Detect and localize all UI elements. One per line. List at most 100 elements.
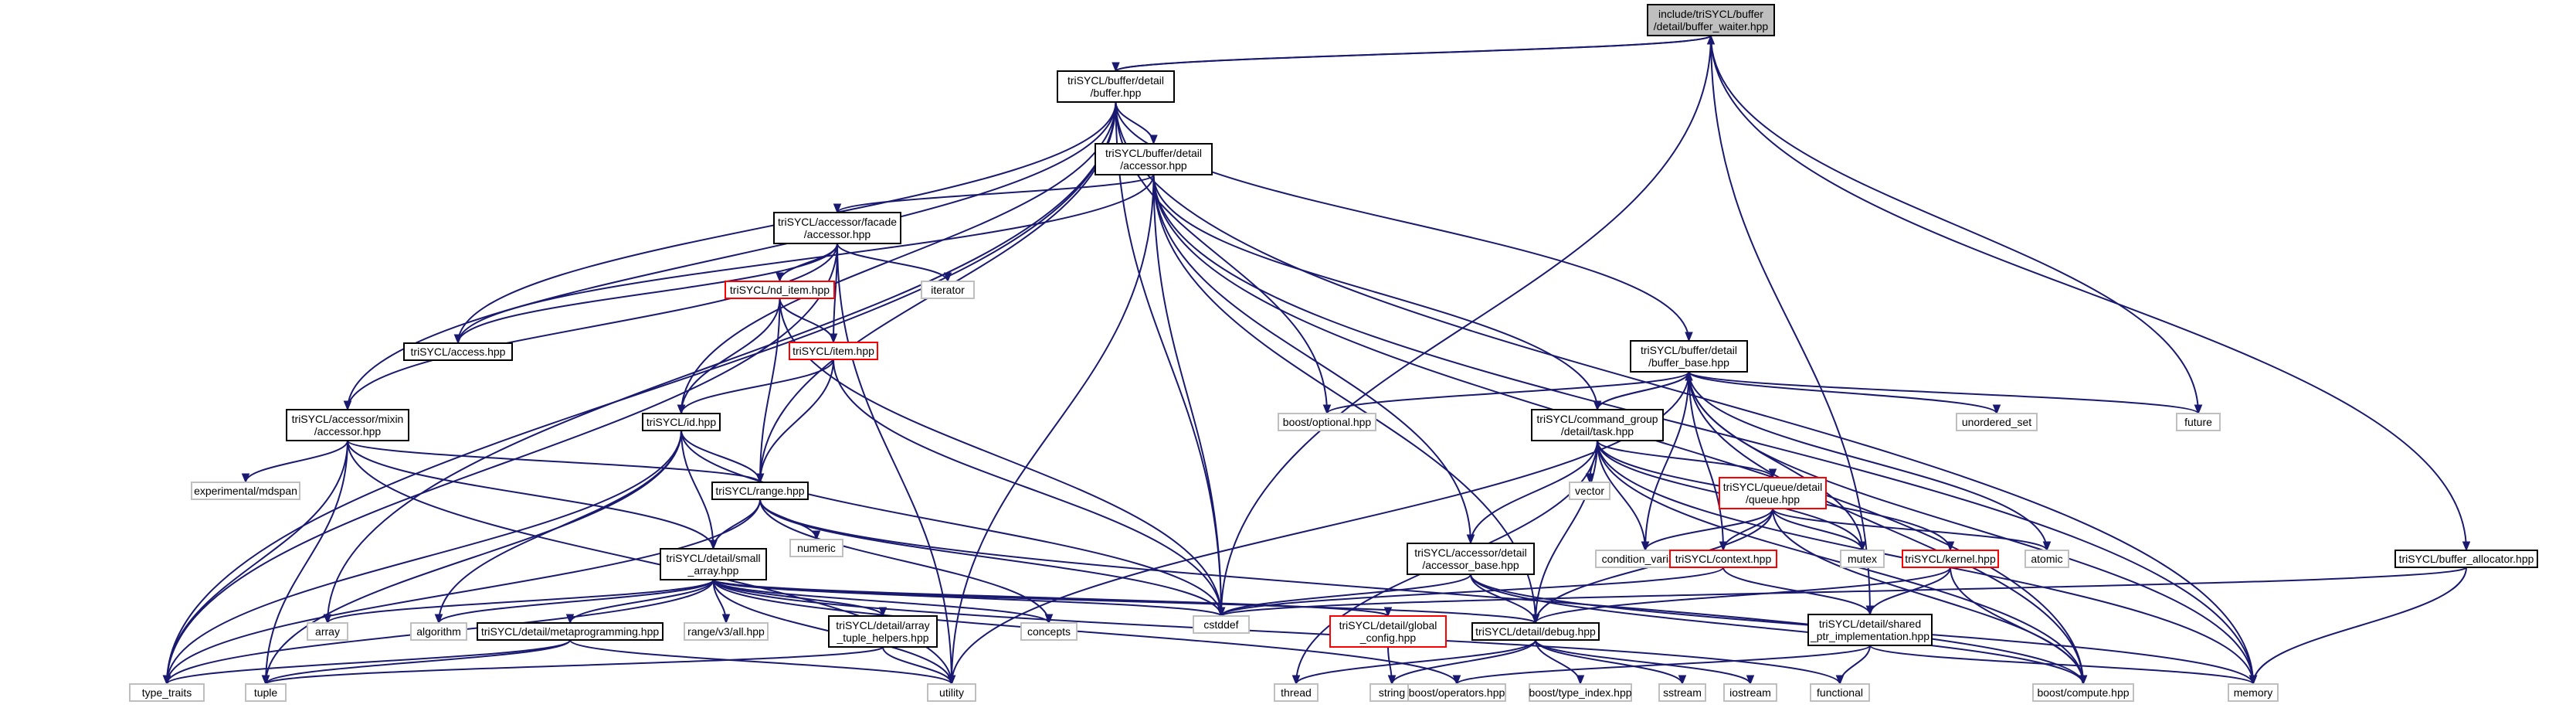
node-label: triSYCL/kernel.hpp: [1905, 553, 1996, 565]
node-task[interactable]: triSYCL/command_group/detail/task.hpp: [1531, 409, 1664, 441]
dependency-edge: [709, 499, 761, 550]
node-buffer-hpp[interactable]: triSYCL/buffer/detail/buffer.hpp: [1057, 70, 1175, 103]
node-label: include/triSYCL/buffer: [1658, 8, 1763, 20]
node-context[interactable]: triSYCL/context.hpp: [1669, 550, 1777, 568]
node-label: /accessor.hpp: [804, 228, 871, 240]
node-box: [1274, 683, 1319, 702]
node-box: [307, 622, 348, 641]
edge-arrowhead: [1149, 134, 1158, 145]
node-label: triSYCL/nd_item.hpp: [730, 284, 830, 296]
dependency-edge: [1772, 508, 1867, 552]
dependency-edge: [162, 440, 348, 686]
node-buffer-allocator[interactable]: triSYCL/buffer_allocator.hpp: [2394, 550, 2538, 568]
node-range-v3: range/v3/all.hpp: [684, 622, 769, 641]
dependency-edge: [453, 174, 1155, 345]
node-box: [1658, 683, 1706, 702]
node-box: [1647, 4, 1775, 36]
node-mixin-accessor[interactable]: triSYCL/accessor/mixin/accessor.hpp: [286, 409, 409, 441]
node-label: concepts: [1027, 625, 1071, 638]
node-box: [191, 482, 300, 500]
node-box: [1020, 622, 1078, 641]
node-box: [1902, 550, 1999, 568]
node-box: [1719, 477, 1827, 509]
node-detail-accessor[interactable]: triSYCL/buffer/detail/accessor.hpp: [1095, 143, 1213, 175]
dependency-edge: [759, 499, 1054, 625]
edge-arrowhead: [878, 607, 888, 618]
node-label: unordered_set: [1962, 416, 2031, 428]
node-label: thread: [1281, 686, 1312, 699]
node-label: /buffer_base.hpp: [1648, 356, 1729, 369]
node-label: triSYCL/access.hpp: [411, 345, 506, 358]
node-range[interactable]: triSYCL/range.hpp: [711, 482, 809, 500]
node-future: future: [2176, 413, 2221, 431]
dependency-edge: [712, 579, 1226, 618]
node-label: atomic: [2031, 553, 2062, 565]
dependency-edge: [1835, 645, 1871, 686]
dependency-edge: [1641, 371, 1690, 552]
node-facade-accessor[interactable]: triSYCL/accessor/facade/accessor.hpp: [773, 212, 901, 244]
node-label: triSYCL/id.hpp: [647, 416, 716, 428]
node-box: [286, 409, 409, 441]
node-label: triSYCL/queue/detail: [1723, 481, 1822, 493]
dependency-edge: [1710, 35, 1875, 616]
node-box: [1407, 543, 1535, 575]
node-numeric: numeric: [789, 539, 843, 557]
node-buffer-waiter[interactable]: include/triSYCL/buffer/detail/buffer_wai…: [1647, 4, 1775, 36]
edge-arrowhead: [1858, 541, 1867, 552]
dependency-edge: [261, 646, 884, 686]
node-kernel[interactable]: triSYCL/kernel.hpp: [1902, 550, 1999, 568]
edge-arrowhead: [1946, 541, 1955, 552]
edge-arrowhead: [812, 530, 821, 541]
node-label: /detail/buffer_waiter.hpp: [1654, 20, 1769, 32]
node-id[interactable]: triSYCL/id.hpp: [642, 413, 721, 431]
node-global-config[interactable]: triSYCL/detail/global_config.hpp: [1329, 615, 1447, 648]
node-item[interactable]: triSYCL/item.hpp: [789, 342, 878, 360]
dependency-edge: [1152, 174, 1226, 618]
node-box: [1471, 622, 1600, 641]
node-nd-item[interactable]: triSYCL/nd_item.hpp: [725, 281, 835, 299]
node-tuple: tuple: [245, 683, 287, 702]
node-label: boost/optional.hpp: [1283, 416, 1372, 428]
node-box: [1531, 409, 1664, 441]
node-string: string: [1369, 683, 1414, 702]
edge-arrowhead: [755, 473, 765, 484]
dependency-edge: [1322, 371, 1690, 415]
edge-arrowhead: [721, 614, 731, 625]
node-label: condition_variable: [1602, 553, 1689, 565]
node-label: numeric: [797, 542, 836, 554]
edge-arrowhead: [1992, 404, 2001, 415]
edge-arrowhead: [1835, 675, 1845, 686]
node-vector: vector: [1569, 482, 1610, 500]
edge-arrowhead: [947, 675, 956, 686]
edge-arrowhead: [2042, 541, 2052, 552]
node-box: [2024, 550, 2069, 568]
node-queue[interactable]: triSYCL/queue/detail/queue.hpp: [1719, 477, 1827, 509]
node-label: triSYCL/detail/small: [666, 552, 760, 564]
edge-arrowhead: [261, 675, 270, 686]
node-label: triSYCL/buffer/detail: [1105, 147, 1202, 159]
dependency-edge: [1688, 371, 2203, 415]
node-small-array[interactable]: triSYCL/detail/small_array.hpp: [660, 548, 767, 580]
dependency-edge: [882, 646, 956, 686]
node-unordered-set: unordered_set: [1956, 413, 2038, 431]
node-buffer-base[interactable]: triSYCL/buffer/detail/buffer_base.hpp: [1630, 340, 1748, 373]
edge-arrowhead: [2248, 675, 2258, 686]
file-nodes: include/triSYCL/buffer/detail/buffer_wai…: [129, 4, 2538, 702]
node-box: [1193, 615, 1250, 634]
node-algorithm: algorithm: [410, 622, 467, 641]
node-debug[interactable]: triSYCL/detail/debug.hpp: [1471, 622, 1600, 641]
edge-arrowhead: [1678, 675, 1687, 686]
edge-arrowhead: [1387, 675, 1397, 686]
edge-arrowhead: [1452, 675, 1461, 686]
node-label: algorithm: [416, 625, 461, 638]
node-accessor-base[interactable]: triSYCL/accessor/detail/accessor_base.hp…: [1407, 543, 1535, 575]
edge-arrowhead: [2194, 404, 2203, 415]
node-array-tuple[interactable]: triSYCL/detail/array_tuple_helpers.hpp: [828, 615, 938, 648]
node-label: _config.hpp: [1359, 631, 1417, 644]
node-metaprogramming[interactable]: triSYCL/detail/metaprogramming.hpp: [477, 622, 664, 641]
node-access[interactable]: triSYCL/access.hpp: [403, 342, 513, 361]
node-shared-ptr[interactable]: triSYCL/detail/shared_ptr_implementation…: [1807, 614, 1933, 646]
edge-arrowhead: [1746, 675, 1755, 686]
node-box: [2394, 550, 2538, 568]
dependency-edge: [833, 174, 1155, 214]
